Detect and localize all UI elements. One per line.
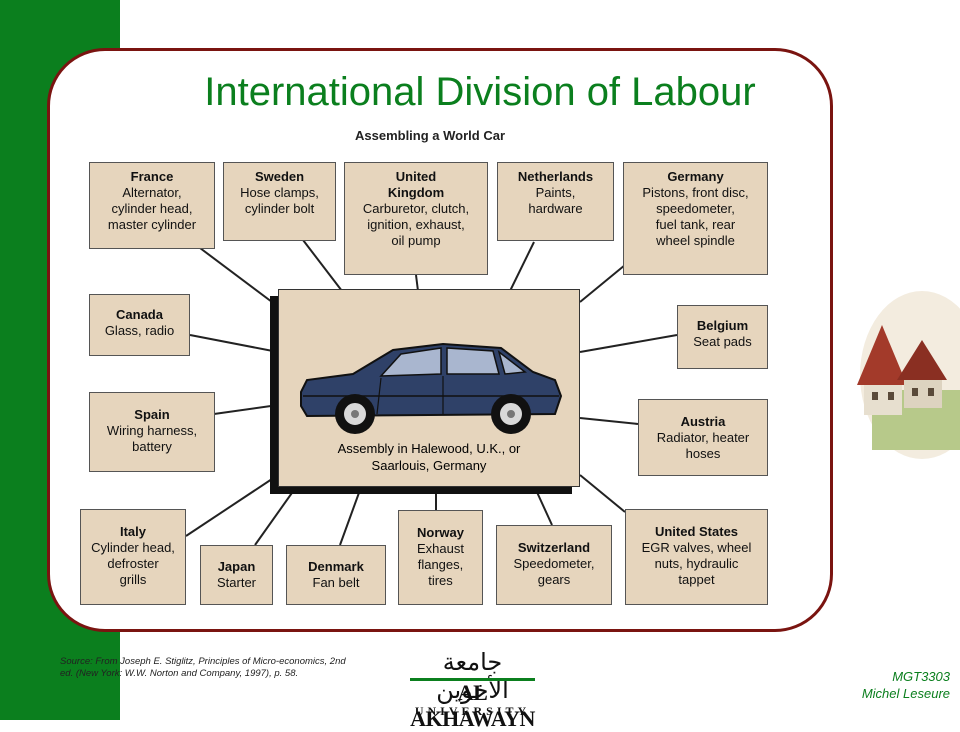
diagram-subtitle: Assembling a World Car — [354, 128, 505, 143]
supplier-country: Sweden — [254, 169, 305, 184]
supplier-parts: Wiring harness, battery — [106, 423, 198, 454]
supplier-country: Belgium — [696, 318, 749, 333]
supplier-box-spain: Spain Wiring harness, battery — [89, 392, 215, 472]
assembly-box: Assembly in Halewood, U.K., or Saarlouis… — [278, 289, 580, 487]
supplier-country: Switzerland — [517, 540, 591, 555]
supplier-box-netherlands: Netherlands Paints, hardware — [497, 162, 614, 241]
supplier-parts: Seat pads — [693, 334, 752, 349]
supplier-parts: Radiator, heater hoses — [656, 430, 750, 461]
source-citation: Source: From Joseph E. Stiglitz, Princip… — [60, 656, 346, 679]
supplier-parts: Fan belt — [312, 575, 360, 590]
supplier-parts: EGR valves, wheel nuts, hydraulic tappet — [641, 540, 752, 587]
supplier-country: Norway — [417, 525, 464, 540]
supplier-box-belgium: Belgium Seat pads — [677, 305, 768, 369]
supplier-country: United Kingdom — [387, 169, 445, 200]
supplier-box-denmark: Denmark Fan belt — [286, 545, 386, 605]
footer-credits: MGT3303 Michel Leseure — [790, 668, 950, 702]
supplier-country: France — [130, 169, 174, 184]
supplier-parts: Starter — [216, 575, 256, 590]
university-logo: جامعة الأخوين AL AKHAWAYN UNIVERSITY — [405, 648, 540, 731]
supplier-parts: Carburetor, clutch, ignition, exhaust, o… — [362, 201, 470, 248]
house-photo — [852, 290, 960, 460]
assembly-location: Assembly in Halewood, U.K., or Saarlouis… — [337, 441, 521, 473]
supplier-parts: Alternator, cylinder head, master cylind… — [107, 185, 197, 232]
supplier-parts: Exhaust flanges, tires — [417, 541, 464, 588]
supplier-box-austria: Austria Radiator, heater hoses — [638, 399, 768, 476]
supplier-box-germany: Germany Pistons, front disc, speedometer… — [623, 162, 768, 275]
supplier-box-italy: Italy Cylinder head, defroster grills — [80, 509, 186, 605]
logo-university-text: UNIVERSITY — [414, 704, 531, 718]
slide-title: International Division of Labour — [204, 70, 756, 114]
supplier-box-sweden: Sweden Hose clamps, cylinder bolt — [223, 162, 336, 241]
supplier-country: Netherlands — [517, 169, 594, 184]
supplier-country: United States — [654, 524, 739, 539]
supplier-parts: Cylinder head, defroster grills — [91, 540, 175, 587]
supplier-country: Spain — [134, 407, 170, 422]
supplier-box-switzerland: Switzerland Speedometer, gears — [496, 525, 612, 605]
supplier-country: Germany — [667, 169, 724, 184]
supplier-box-japan: Japan Starter — [200, 545, 273, 605]
supplier-parts: Hose clamps, cylinder bolt — [240, 185, 319, 216]
supplier-box-united-kingdom: United Kingdom Carburetor, clutch, ignit… — [344, 162, 488, 275]
supplier-country: Canada — [116, 307, 163, 322]
supplier-parts: Glass, radio — [104, 323, 175, 338]
logo-divider — [410, 678, 535, 681]
course-code: MGT3303 — [892, 669, 950, 684]
supplier-country: Austria — [680, 414, 726, 429]
supplier-box-france: France Alternator, cylinder head, master… — [89, 162, 215, 249]
car-illustration — [300, 342, 563, 434]
author-name: Michel Leseure — [861, 686, 950, 701]
supplier-country: Japan — [217, 559, 256, 574]
supplier-parts: Speedometer, gears — [513, 556, 595, 587]
supplier-parts: Pistons, front disc, speedometer, fuel t… — [642, 185, 749, 248]
supplier-box-canada: Canada Glass, radio — [89, 294, 190, 356]
supplier-box-united-states: United States EGR valves, wheel nuts, hy… — [625, 509, 768, 605]
supplier-box-norway: Norway Exhaust flanges, tires — [398, 510, 483, 605]
supplier-country: Italy — [119, 524, 146, 539]
supplier-parts: Paints, hardware — [528, 185, 583, 216]
supplier-country: Denmark — [308, 559, 364, 574]
